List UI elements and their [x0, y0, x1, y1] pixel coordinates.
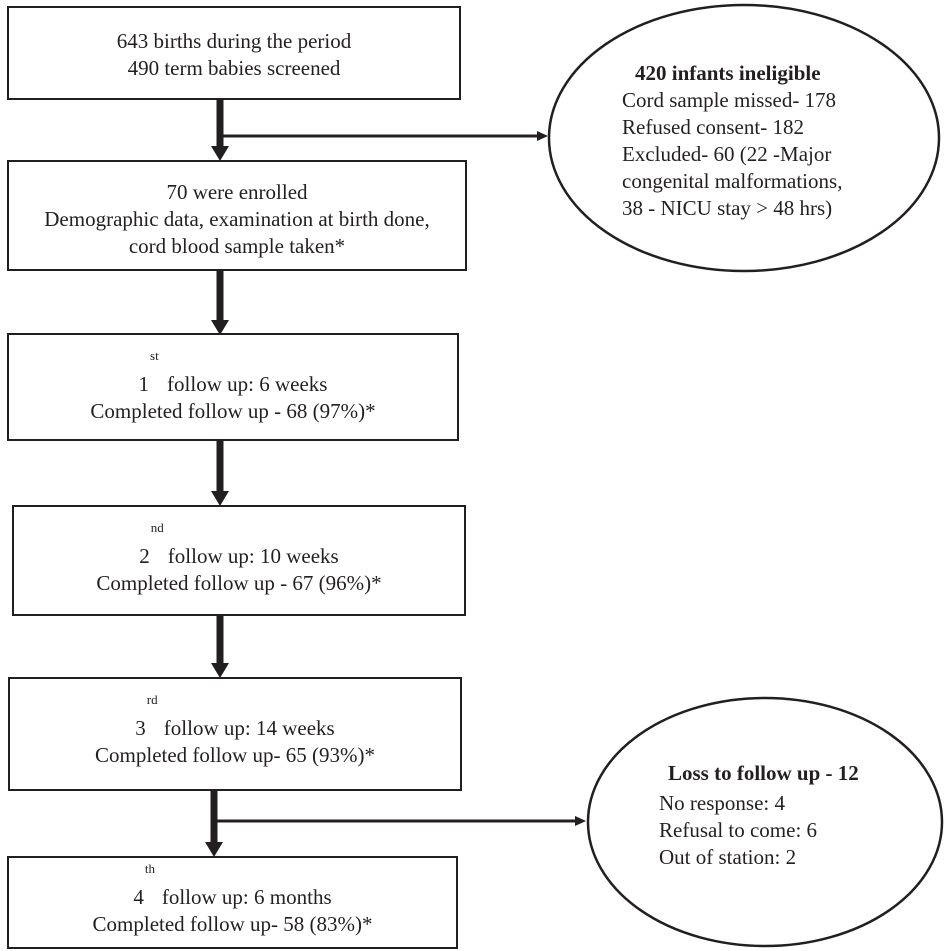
- ordinal-2-suffix: nd: [150, 520, 164, 535]
- ineligible-line: congenital malformations,: [622, 169, 843, 193]
- loss-heading: Loss to follow up - 12: [668, 761, 859, 785]
- followup-4-label: follow up: 6 months: [161, 885, 332, 909]
- loss-line: No response: 4: [659, 791, 785, 815]
- arrow-to-loss: [214, 816, 586, 826]
- down-arrow-2: [211, 271, 229, 335]
- loss-line: Out of station: 2: [659, 845, 797, 869]
- screened-box: 643 births during the period 490 term ba…: [7, 6, 461, 100]
- enrolled-text: 70 were enrolled: [166, 180, 308, 204]
- ineligible-line: Refused consent- 182: [622, 115, 804, 139]
- down-arrow-5: [205, 791, 223, 857]
- loss-oval: [586, 696, 944, 948]
- followup-1-completed: Completed follow up - 68 (97%)*: [90, 399, 376, 423]
- cord-blood-text: cord blood sample taken*: [128, 234, 346, 258]
- births-text: 643 births during the period: [116, 29, 352, 53]
- followup-3-completed: Completed follow up- 65 (93%)*: [95, 743, 375, 767]
- down-arrow-1: [211, 100, 229, 161]
- arrow-to-ineligible: [220, 131, 548, 141]
- ineligible-line: Cord sample missed- 178: [622, 88, 837, 112]
- down-arrow-4: [211, 616, 229, 678]
- ineligible-heading: 420 infants ineligible: [635, 61, 821, 85]
- ordinal-4-suffix: th: [144, 861, 155, 876]
- loss-line: Refusal to come: 6: [659, 818, 818, 842]
- followup-2-label: follow up: 10 weeks: [167, 544, 339, 568]
- down-arrow-3: [211, 441, 229, 506]
- demographic-text: Demographic data, examination at birth d…: [44, 207, 430, 231]
- ineligible-content: 420 infants ineligible Cord sample misse…: [622, 60, 842, 222]
- ordinal-1-suffix: st: [150, 348, 159, 363]
- followup-4-completed: Completed follow up- 58 (83%)*: [92, 912, 373, 936]
- enrolled-box: 70 were enrolled Demographic data, exami…: [7, 160, 467, 271]
- ineligible-line: 38 - NICU stay > 48 hrs): [622, 196, 833, 220]
- ineligible-oval: [547, 3, 941, 273]
- ordinal-3-suffix: rd: [146, 692, 158, 707]
- followup-2-completed: Completed follow up - 67 (96%)*: [96, 571, 382, 595]
- followup-1-label: follow up: 6 weeks: [167, 372, 328, 396]
- followup-3-label: follow up: 14 weeks: [163, 716, 335, 740]
- screened-text: 490 term babies screened: [127, 56, 341, 80]
- ineligible-line: Excluded- 60 (22 -Major: [622, 142, 832, 166]
- loss-content: Loss to follow up - 12 No response: 4 Re…: [659, 760, 859, 871]
